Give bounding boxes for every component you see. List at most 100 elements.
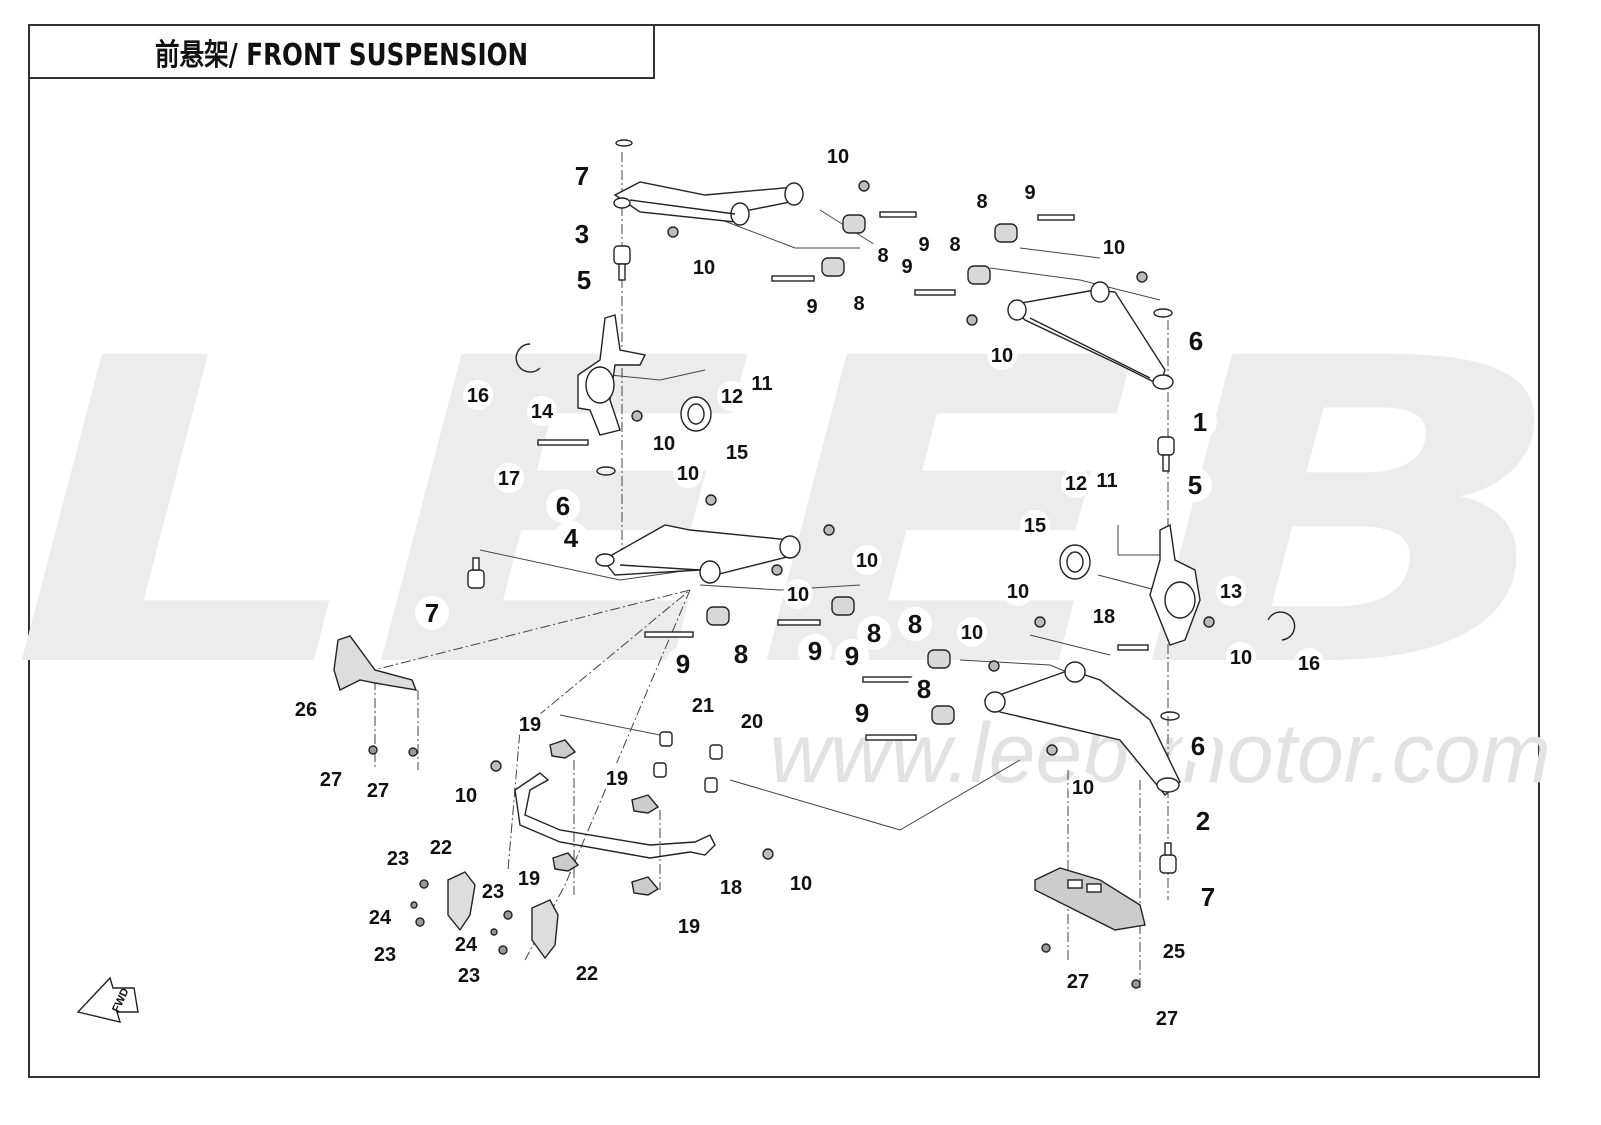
callout-backdrop [316, 764, 346, 794]
callout-9a: 9 [918, 234, 929, 256]
callout-backdrop [1178, 467, 1212, 502]
callout-10h: 10 [787, 584, 809, 606]
callout-15a: 15 [726, 442, 748, 464]
callout-backdrop [909, 229, 939, 259]
callout-7b: 7 [425, 598, 439, 628]
callout-9g: 9 [845, 641, 859, 671]
callout-5a: 5 [577, 265, 591, 295]
callout-backdrop [1099, 232, 1129, 262]
callout-27d: 27 [1156, 1008, 1178, 1030]
mount-bracket [333, 635, 418, 691]
callout-backdrop [845, 695, 879, 730]
wheel-bearing-left [680, 396, 712, 432]
callout-backdrop [363, 775, 393, 805]
callout-backdrop [454, 960, 484, 990]
callout-backdrop [1152, 1003, 1182, 1033]
brackets [447, 871, 559, 960]
callout-backdrop [835, 638, 869, 673]
callout-23a: 23 [387, 848, 409, 870]
callout-backdrop [688, 690, 718, 720]
callout-8d: 8 [949, 234, 960, 256]
steering-knuckle-left [577, 314, 647, 436]
lower-a-arm-right [983, 661, 1181, 797]
callout-backdrop [737, 706, 767, 736]
callout-backdrop [957, 617, 987, 647]
callout-4: 4 [564, 523, 579, 553]
callout-16a: 16 [467, 385, 489, 407]
skid-plate [1034, 867, 1146, 931]
callout-11b: 11 [1096, 470, 1117, 492]
callout-9h: 9 [855, 698, 869, 728]
callout-8g: 8 [908, 609, 922, 639]
callout-backdrop [722, 437, 752, 467]
callout-backdrop [451, 929, 481, 959]
stabilizer-links [653, 731, 723, 793]
callout-backdrop [1186, 803, 1220, 838]
callout-12b: 12 [1065, 473, 1087, 495]
steering-knuckle-right [1149, 523, 1201, 646]
callout-9c: 9 [1024, 182, 1035, 204]
diagram-frame [28, 24, 1540, 1078]
callout-backdrop [527, 396, 557, 426]
callout-2: 2 [1196, 806, 1210, 836]
callout-10a: 10 [827, 146, 849, 168]
callout-backdrop [554, 520, 588, 555]
callout-backdrop [717, 381, 747, 411]
callout-backdrop [798, 633, 832, 668]
callout-backdrop [1216, 576, 1246, 606]
callout-18b: 18 [720, 877, 742, 899]
callout-backdrop [451, 780, 481, 810]
callout-27a: 27 [320, 769, 342, 791]
callout-backdrop [1015, 177, 1045, 207]
stabilizer-bar [514, 772, 716, 859]
callout-27c: 27 [1067, 971, 1089, 993]
callout-backdrop [967, 186, 997, 216]
callout-backdrop [689, 252, 719, 282]
callout-backdrop [565, 216, 599, 251]
callout-25: 25 [1163, 941, 1185, 963]
callout-9d: 9 [901, 256, 912, 278]
callout-backdrop [1068, 772, 1098, 802]
callout-backdrop [478, 876, 508, 906]
callout-8h: 8 [917, 674, 931, 704]
callout-backdrop [515, 709, 545, 739]
callout-backdrop [844, 288, 874, 318]
callout-backdrop [426, 832, 456, 862]
callout-8b: 8 [853, 293, 864, 315]
callout-6a: 6 [1189, 326, 1203, 356]
callout-11a: 11 [751, 373, 772, 395]
callout-backdrop [786, 868, 816, 898]
callout-backdrop [1092, 465, 1122, 495]
title-box: 前悬架/ FRONT SUSPENSION [28, 24, 655, 79]
callout-backdrop [1183, 404, 1217, 439]
callout-backdrop [898, 606, 932, 641]
callout-10f: 10 [677, 463, 699, 485]
callout-19c: 19 [518, 868, 540, 890]
callout-backdrop [1226, 642, 1256, 672]
callout-10c: 10 [1103, 237, 1125, 259]
callout-backdrop [494, 463, 524, 493]
callout-backdrop [1063, 966, 1093, 996]
bushings [706, 214, 1018, 725]
callout-backdrop [1020, 510, 1050, 540]
callout-backdrop [797, 291, 827, 321]
callout-15b: 15 [1024, 515, 1046, 537]
upper-a-arm-right [1007, 281, 1174, 390]
callout-22b: 22 [576, 963, 598, 985]
callout-9b: 9 [806, 296, 817, 318]
callout-8e: 8 [734, 639, 748, 669]
callout-7a: 7 [575, 161, 589, 191]
callout-16b: 16 [1298, 653, 1320, 675]
callout-backdrop [565, 158, 599, 193]
callout-backdrop [892, 251, 922, 281]
watermark: LEEB www.leeb-motor.com [10, 271, 1570, 800]
callout-10n: 10 [790, 873, 812, 895]
rings [515, 139, 1296, 721]
callout-backdrop [649, 428, 679, 458]
ball-joint-lower-left [467, 557, 485, 589]
callout-8c: 8 [976, 191, 987, 213]
callout-20: 20 [741, 711, 763, 733]
callout-10b: 10 [693, 257, 715, 279]
